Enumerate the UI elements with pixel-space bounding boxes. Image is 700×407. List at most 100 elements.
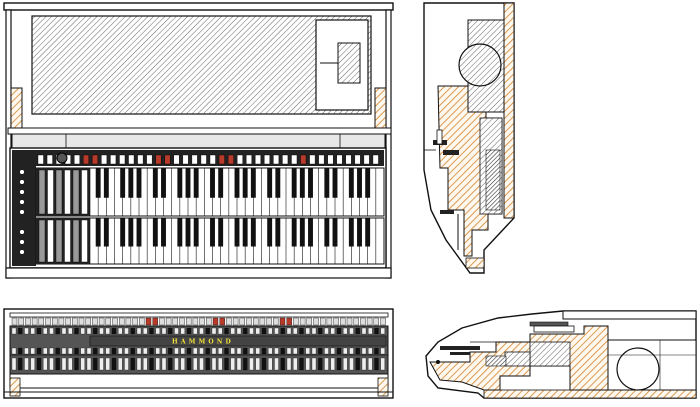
top-tab bbox=[246, 317, 252, 326]
black-key bbox=[95, 168, 101, 198]
black-key bbox=[348, 168, 354, 198]
lying-lower-key bbox=[440, 346, 480, 350]
drawbar-tab bbox=[264, 154, 271, 165]
preset-key bbox=[81, 219, 88, 263]
drawbar-tab bbox=[309, 154, 316, 165]
preset-key bbox=[72, 169, 80, 215]
black-key bbox=[136, 218, 142, 247]
drawbar-tab bbox=[128, 154, 135, 165]
front-left-cheek bbox=[10, 87, 23, 131]
drawbar-tab bbox=[327, 154, 334, 165]
top-tab bbox=[25, 317, 31, 326]
top-tab bbox=[152, 317, 158, 326]
black-key bbox=[177, 218, 183, 247]
top-tab bbox=[286, 317, 292, 326]
side-view-upright bbox=[423, 2, 515, 274]
top-tab bbox=[366, 317, 373, 326]
preset-button bbox=[19, 209, 25, 215]
top-tab bbox=[11, 317, 18, 326]
front-top-rail bbox=[3, 2, 394, 11]
drawbar-tab bbox=[83, 154, 89, 165]
top-tab bbox=[159, 317, 165, 326]
black-key bbox=[332, 218, 338, 247]
black-key bbox=[308, 168, 313, 198]
top-right-cheek bbox=[377, 377, 389, 397]
side-back-wall bbox=[503, 2, 515, 219]
black-key bbox=[210, 218, 215, 247]
drawbar-tab bbox=[227, 154, 234, 165]
black-key bbox=[95, 218, 101, 247]
top-tab bbox=[259, 317, 266, 326]
top-tab bbox=[72, 317, 78, 326]
drawbar-tab bbox=[74, 154, 80, 165]
top-tab bbox=[360, 317, 366, 326]
drawbar-tab bbox=[37, 154, 44, 165]
top-tab bbox=[206, 317, 212, 326]
black-key bbox=[267, 168, 273, 198]
preset-button bbox=[19, 199, 25, 205]
top-tab bbox=[92, 317, 98, 326]
vibrato-knob bbox=[56, 152, 68, 164]
top-tab bbox=[98, 317, 105, 326]
preset-key bbox=[47, 219, 54, 263]
black-key bbox=[348, 218, 354, 247]
black-key bbox=[267, 218, 273, 247]
top-tab bbox=[346, 317, 353, 326]
black-key bbox=[324, 218, 330, 247]
side-view-lying bbox=[425, 310, 697, 399]
top-tab bbox=[38, 317, 44, 326]
black-key bbox=[275, 218, 281, 247]
black-key bbox=[193, 168, 199, 198]
black-key bbox=[291, 168, 297, 198]
black-key bbox=[218, 218, 224, 247]
black-key bbox=[152, 168, 158, 198]
drawbar-tab bbox=[218, 154, 225, 165]
front-right-cheek bbox=[374, 87, 387, 131]
top-tab bbox=[293, 317, 299, 326]
black-key bbox=[299, 168, 305, 198]
drawbar-tab bbox=[164, 154, 171, 165]
drawbar-tab bbox=[372, 154, 379, 165]
preset-key bbox=[81, 169, 88, 215]
black-key bbox=[234, 218, 240, 247]
black-key bbox=[128, 218, 134, 247]
drawbar-tab bbox=[200, 154, 207, 165]
top-tab bbox=[252, 317, 259, 326]
top-tab bbox=[326, 317, 333, 326]
top-tab bbox=[192, 317, 199, 326]
top-tab-row bbox=[11, 317, 386, 326]
brand-nameplate: HAMMOND bbox=[172, 339, 234, 346]
front-upper-panel bbox=[31, 15, 372, 115]
drawbar-tab bbox=[246, 154, 252, 165]
amplifier-module bbox=[337, 42, 361, 84]
drawbar-tab bbox=[273, 154, 280, 165]
drawbar-tab bbox=[46, 154, 53, 165]
black-key bbox=[250, 218, 256, 247]
black-key bbox=[234, 168, 240, 198]
black-key bbox=[210, 168, 215, 198]
top-tab bbox=[18, 317, 24, 326]
drawbar-tab bbox=[182, 154, 189, 165]
drawbar-tab bbox=[345, 154, 352, 165]
black-key bbox=[242, 168, 248, 198]
top-tab bbox=[299, 317, 306, 326]
top-tab bbox=[226, 317, 232, 326]
preset-key bbox=[55, 169, 63, 215]
black-key bbox=[177, 168, 183, 198]
side-lower-key bbox=[443, 150, 459, 155]
drawbar-tab bbox=[300, 154, 307, 165]
top-tab bbox=[266, 317, 272, 326]
top-tab bbox=[306, 317, 312, 326]
drawbar-tab bbox=[363, 154, 370, 165]
black-key bbox=[185, 218, 191, 247]
drawbar-tab bbox=[282, 154, 289, 165]
preset-key bbox=[64, 169, 71, 215]
top-tab bbox=[340, 317, 346, 326]
preset-key bbox=[47, 169, 54, 215]
drawbar-tab bbox=[191, 154, 198, 165]
top-tab bbox=[132, 317, 138, 326]
left-preset-column bbox=[12, 150, 36, 266]
black-key bbox=[365, 218, 371, 247]
